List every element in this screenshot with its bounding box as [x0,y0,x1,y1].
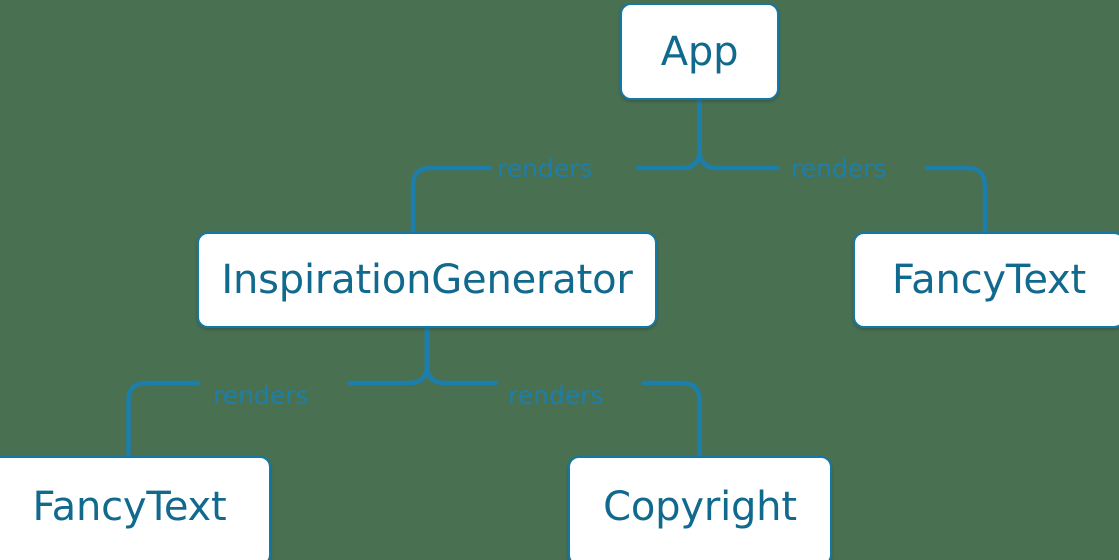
edge-label-inspiration-to-fancytext-bottom-left: renders [213,381,309,410]
edge-inspiration-to-copyright-a [424,362,499,386]
node-inspiration-generator[interactable]: InspirationGenerator [197,232,657,328]
node-app[interactable]: App [620,3,779,100]
edge-inspiration-to-copyright-b [641,380,702,459]
node-inspiration-generator-label: InspirationGenerator [221,257,633,303]
node-copyright-label: Copyright [603,484,797,530]
edge-inspiration-to-fancytext-bl-a [347,362,430,386]
node-fancytext-right[interactable]: FancyText [853,232,1119,328]
node-fancytext-right-label: FancyText [892,257,1086,303]
edge-label-app-to-inspiration: renders [497,154,593,183]
edge-app-to-inspiration-right [635,147,702,171]
node-fancytext-bottom-left[interactable]: FancyText [0,456,271,560]
node-copyright[interactable]: Copyright [568,456,832,560]
edge-app-to-fancytext-right-b [924,165,988,235]
node-app-label: App [660,28,739,75]
edge-label-inspiration-to-copyright: renders [508,381,604,410]
edge-label-app-to-fancytext-right: renders [791,154,887,183]
edge-app-to-fancytext-right-a [697,147,780,171]
edge-app-to-inspiration-left [410,165,493,235]
node-fancytext-bottom-left-label: FancyText [32,484,227,530]
edge-inspiration-to-fancytext-bl-b [126,380,201,459]
